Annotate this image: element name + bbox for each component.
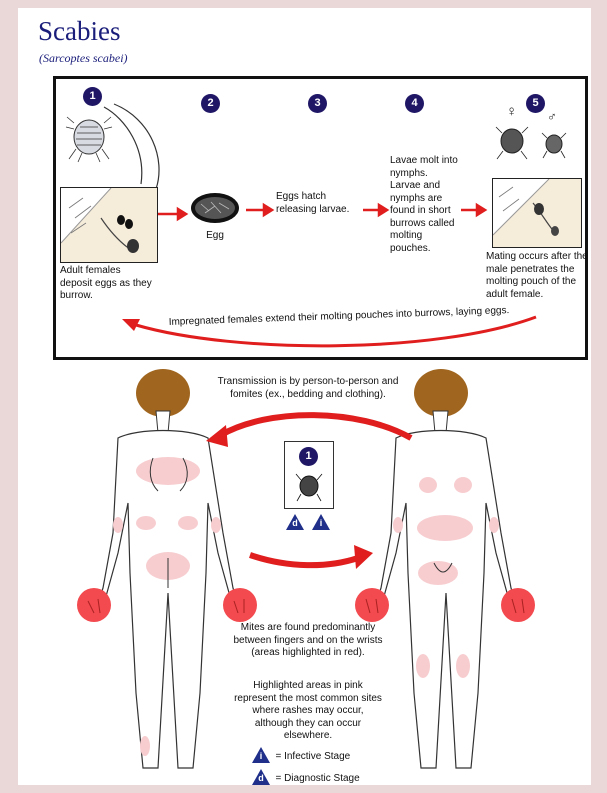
badge-d-label: d [285,518,305,528]
female-mite-icon [494,121,530,161]
male-symbol: ♂ [547,109,557,124]
badge-i-label: i [311,518,331,528]
legend-diagnostic-label: = Diagnostic Stage [275,773,359,784]
legend-infective-symbol: i [251,751,271,761]
stage-card-number: 1 [299,447,318,466]
mites-note: Mites are found predominantly between fi… [230,622,386,660]
page-title: Scabies [38,18,120,45]
step-2-caption: Egg [192,230,238,243]
male-mite-icon [541,129,567,159]
step-4-caption: Lavae molt into nymphs. Larvae and nymph… [390,155,460,255]
female-symbol: ♀ [506,103,517,120]
egg-icon [189,189,241,227]
lifecycle-panel: 1 2 3 4 5 [53,76,588,360]
mite-icon [295,470,323,502]
legend-infective: i = Infective Stage [251,746,350,764]
infective-stage-card: 1 [284,441,334,509]
page-subtitle: (Sarcoptes scabei) [39,51,128,66]
rash-note: Highlighted areas in pink represent the … [232,680,384,743]
legend-infective-label: = Infective Stage [275,751,350,762]
step-5-caption: Mating occurs after the male penetrates … [486,251,591,301]
burrow-vignette-5 [492,178,582,248]
diagram-card: Scabies (Sarcoptes scabei) 1 2 3 4 5 [18,8,591,785]
legend-diagnostic-symbol: d [251,773,271,783]
legend-diagnostic: d = Diagnostic Stage [251,768,360,786]
transmission-caption: Transmission is by person-to-person and … [208,376,408,401]
step-3-caption: Eggs hatch releasing larvae. [276,191,366,216]
